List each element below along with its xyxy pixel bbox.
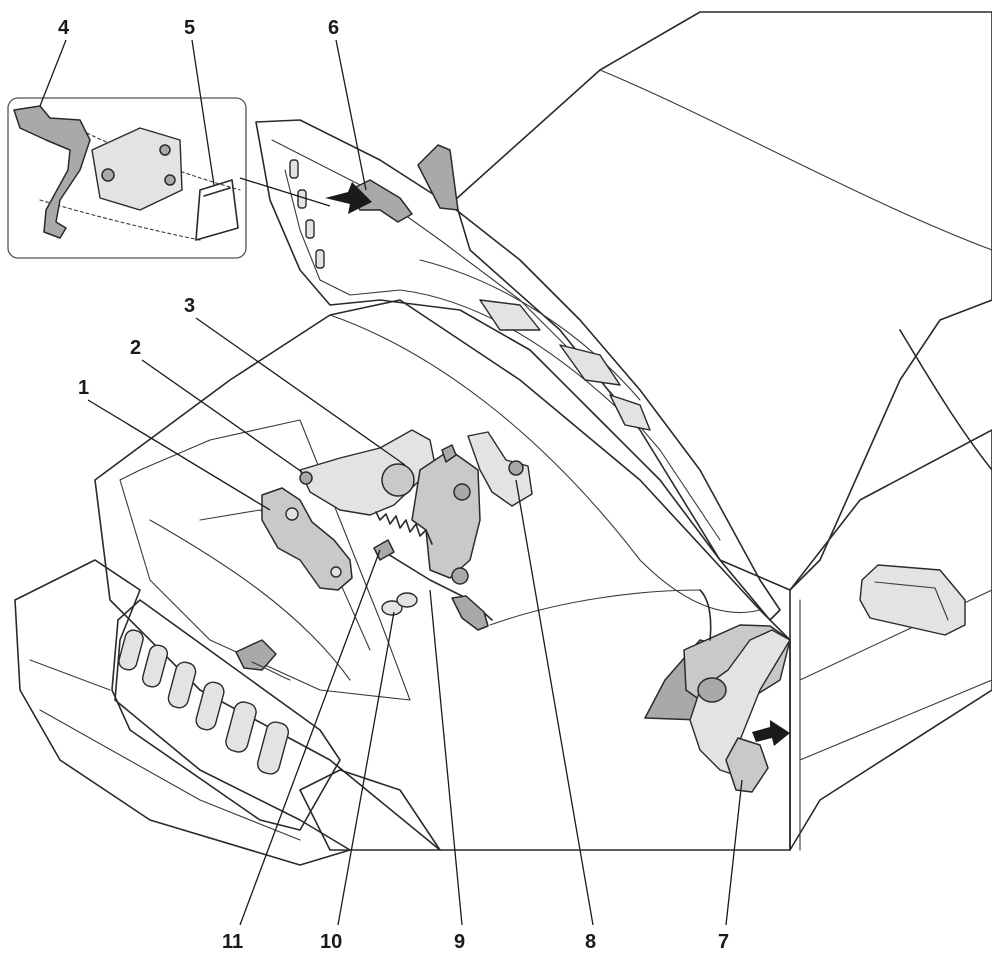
leader-3 — [195, 317, 406, 466]
grille-frame — [111, 599, 341, 831]
handle-cable — [699, 589, 712, 641]
nut — [396, 592, 418, 608]
side-body — [789, 429, 992, 851]
mounting-bolt — [441, 444, 457, 463]
hook-spring — [195, 179, 239, 241]
release-handle — [644, 589, 791, 793]
leader-lines — [39, 39, 743, 926]
safety-hook — [13, 105, 91, 239]
callout-11: 11 — [222, 931, 243, 953]
leader-9 — [429, 589, 463, 926]
callout-9: 9 — [454, 931, 465, 953]
callout-6: 6 — [328, 17, 339, 39]
callout-10: 10 — [320, 931, 342, 953]
inset-panel — [7, 97, 331, 259]
roof-edge — [599, 69, 992, 251]
callout-4: 4 — [58, 17, 70, 39]
callout-8: 8 — [585, 931, 596, 953]
leader-1 — [87, 399, 271, 511]
leader-4 — [39, 39, 67, 107]
latch-cover — [261, 487, 353, 591]
hood-panel — [255, 119, 781, 621]
hood-reinforcement-slots — [289, 159, 651, 431]
callout-2: 2 — [130, 337, 141, 359]
hood-hinge-tab — [417, 144, 459, 211]
latch-assembly — [261, 429, 701, 631]
callout-labels: 1 2 3 4 5 6 7 8 9 10 11 — [58, 17, 729, 953]
lock-body — [411, 449, 481, 579]
car-body — [14, 11, 992, 866]
front-bumper — [14, 559, 351, 866]
callout-5: 5 — [184, 17, 195, 39]
callout-3: 3 — [184, 295, 195, 317]
headlight — [299, 769, 441, 851]
leader-11 — [239, 549, 381, 926]
a-pillar — [899, 329, 992, 471]
inset-pointer — [239, 177, 331, 207]
callout-1: 1 — [78, 377, 89, 399]
release-lever — [467, 431, 533, 507]
washer — [381, 600, 403, 616]
hood-arrow — [325, 182, 372, 214]
door-seam — [799, 679, 992, 761]
leader-7 — [725, 779, 743, 926]
windshield — [454, 11, 992, 591]
handle-grip — [725, 737, 769, 793]
leader-2 — [141, 359, 303, 473]
inner-panel — [119, 419, 411, 701]
cable-end — [451, 595, 489, 631]
leader-8 — [515, 479, 594, 926]
release-cable — [489, 589, 701, 626]
leader-10 — [337, 611, 395, 926]
open-hood — [255, 119, 781, 621]
hood-hook — [349, 179, 413, 223]
side-mirror — [859, 564, 966, 636]
callout-7: 7 — [718, 931, 729, 953]
hood-lock-striker — [235, 639, 291, 681]
grille-slots — [118, 629, 290, 775]
leader-5 — [191, 39, 215, 186]
leader-6 — [335, 39, 367, 191]
latch-spring — [375, 511, 433, 545]
handle-arrow — [752, 720, 790, 746]
